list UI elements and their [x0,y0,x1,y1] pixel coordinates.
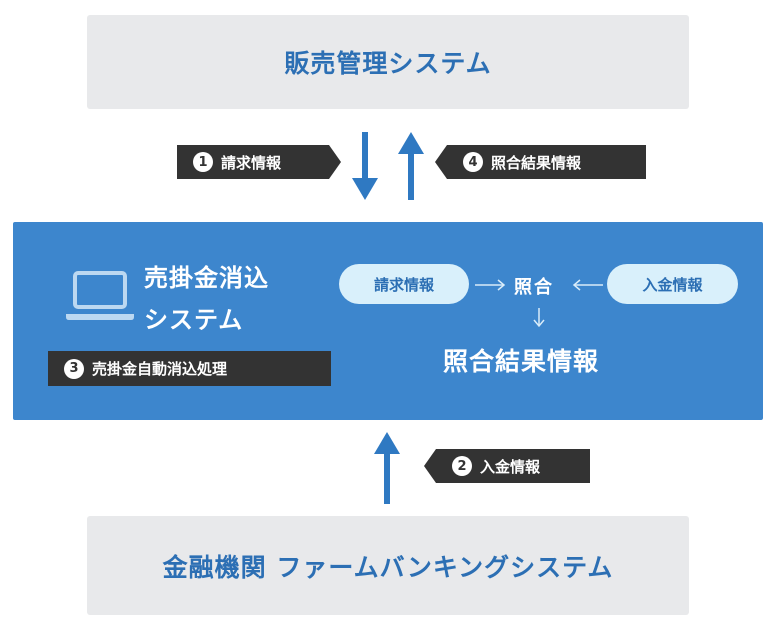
deposit-info-pill-label: 入金情報 [642,275,703,294]
step-1-number-badge: 1 [193,152,213,172]
step-4-label: 照合結果情報 [491,153,582,172]
bank-firm-banking-system-label: 金融機関 ファームバンキングシステム [162,552,614,582]
step-3-number-badge: 3 [64,358,84,379]
arrow-down-icon [352,132,378,200]
bank-firm-banking-system-box: 金融機関 ファームバンキングシステム [87,516,689,615]
match-label: 照合 [514,277,554,298]
arrow-right-icon [475,279,506,291]
main-system-title-line2: システム [144,306,244,334]
accounts-receivable-reconciliation-system-box: 売掛金消込 システム 3 売掛金自動消込処理 請求情報 照合 入金情報 照合結果… [13,222,763,420]
step-3-label: 売掛金自動消込処理 [92,360,228,378]
request-info-pill: 請求情報 [339,264,469,304]
step-1-request-info-tag: 1 請求情報 [177,145,341,179]
arrow-left-icon [572,279,603,291]
step-4-match-result-tag: 4 照合結果情報 [435,145,646,179]
step-4-number-badge: 4 [463,152,483,172]
request-info-pill-label: 請求情報 [373,275,434,294]
arrow-up-icon [398,132,424,200]
step-2-number-badge: 2 [452,456,472,476]
sales-management-system-box: 販売管理システム [87,15,689,109]
arrow-down-small-icon [533,308,545,328]
laptop-icon [66,271,134,320]
step-2-deposit-info-tag: 2 入金情報 [424,449,590,483]
deposit-info-pill: 入金情報 [607,264,738,304]
arrow-up-bank-icon [374,432,400,504]
main-system-title-line1: 売掛金消込 [144,264,269,292]
match-result-label: 照合結果情報 [443,347,600,376]
step-2-label: 入金情報 [480,457,541,476]
sales-management-system-label: 販売管理システム [284,49,492,78]
step-1-label: 請求情報 [221,153,282,172]
step-3-auto-reconcile-tag: 3 売掛金自動消込処理 [48,351,331,386]
